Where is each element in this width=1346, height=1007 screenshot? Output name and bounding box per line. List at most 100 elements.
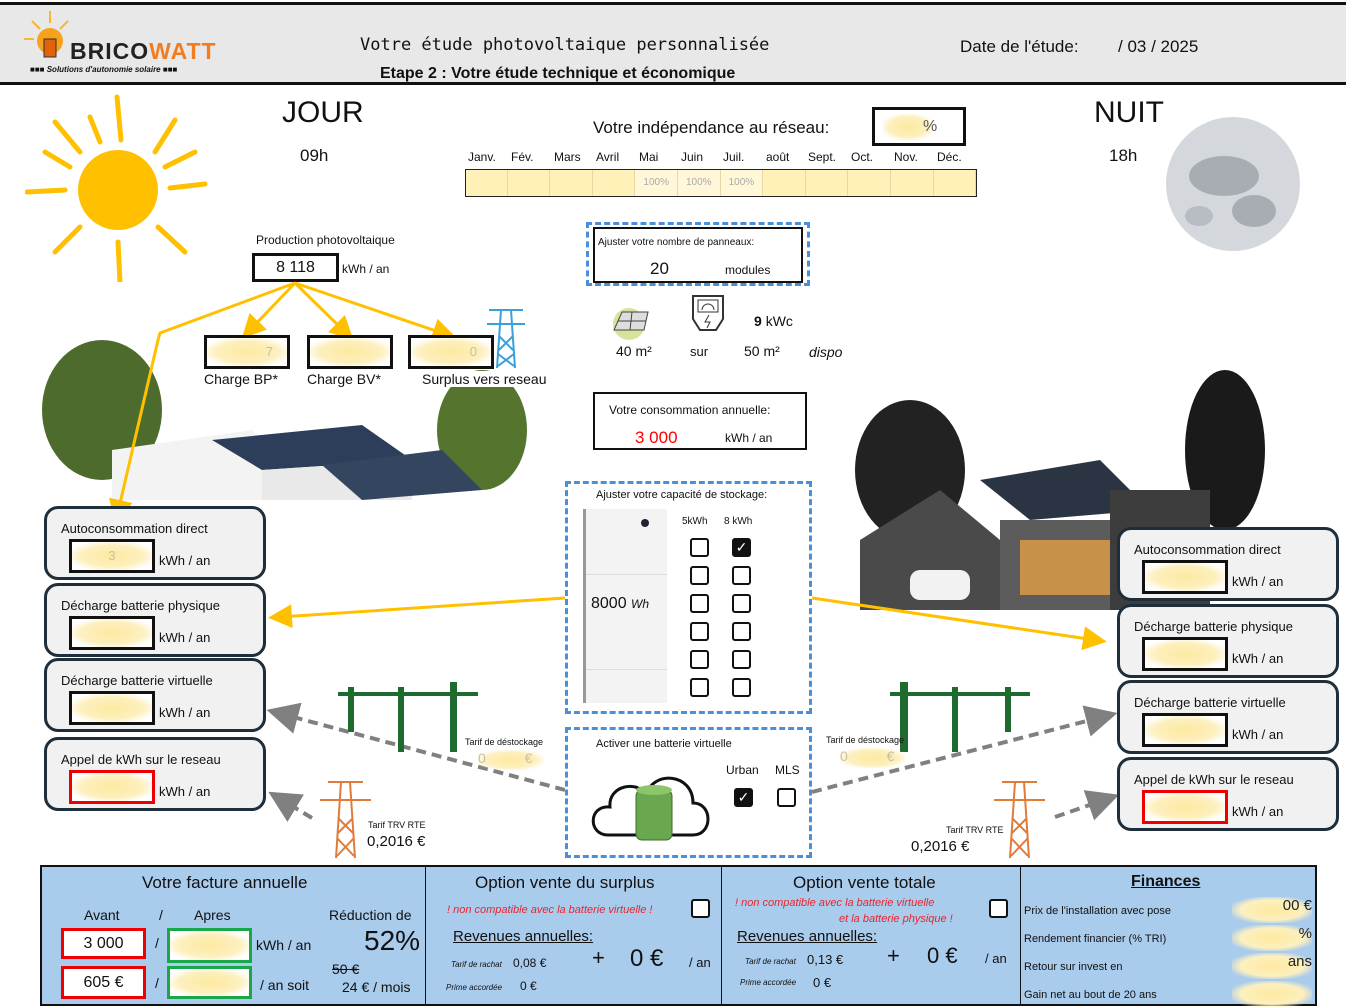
total-tarif-label: Tarif de rachat <box>745 957 796 966</box>
surplus-tarif-label: Tarif de rachat <box>451 960 502 969</box>
month-label: Avril <box>596 150 620 164</box>
storage-checkbox[interactable] <box>690 566 709 585</box>
independence-label: Votre indépendance au réseau: <box>593 118 830 137</box>
energy-panel-title: Décharge batterie physique <box>1134 619 1293 634</box>
virtual-mls-label: MLS <box>775 763 800 777</box>
finance-value: ans <box>1232 953 1312 979</box>
destock-label-left: Tarif de déstockage <box>465 737 544 747</box>
panels-unit: modules <box>725 263 771 277</box>
month-label: août <box>766 150 790 164</box>
finance-label: Prix de l'installation avec pose <box>1024 905 1172 917</box>
battery-image: 8000 Wh <box>583 509 667 703</box>
virtual-battery-frame: Activer une batterie virtuelle Urban MLS… <box>565 727 812 858</box>
month-cell: 100% <box>720 170 764 196</box>
bill-reduction-value: 52% <box>364 925 421 956</box>
month-cell <box>934 170 977 196</box>
finance-value: % <box>1232 925 1312 951</box>
storage-checkbox[interactable] <box>732 678 751 697</box>
energy-panel-title: Autoconsommation direct <box>1134 542 1281 557</box>
finance-label: Rendement financier (% TRI) <box>1024 933 1167 945</box>
bottom-summary: Votre facture annuelle Avant / Apres Réd… <box>40 865 1317 1007</box>
production-label: Production photovoltaique <box>256 233 395 247</box>
surplus-checkbox[interactable] <box>691 899 710 918</box>
surplus-amount: 0 € <box>630 945 664 972</box>
arrow-surplus <box>294 281 457 342</box>
energy-panel-unit: kWh / an <box>1232 574 1284 589</box>
bill-kwh-after <box>167 928 252 963</box>
destock-label-right: Tarif de déstockage <box>826 735 905 745</box>
surface-available: 50 m² <box>744 343 780 359</box>
storage-label: Ajuster votre capacité de stockage: <box>596 489 768 501</box>
storage-checkbox[interactable] <box>690 594 709 613</box>
storage-checkbox[interactable] <box>732 622 751 641</box>
energy-panel: Décharge batterie virtuelle kWh / an <box>1117 680 1339 754</box>
total-revenue-label: Revenues annuelles: <box>737 928 878 945</box>
energy-panel-value <box>1142 790 1228 824</box>
storage-checkbox[interactable] <box>690 538 709 557</box>
total-title: Option vente totale <box>793 873 936 892</box>
month-label: Nov. <box>894 150 918 164</box>
day-label: JOUR <box>282 96 364 129</box>
bill-kwh-before: 3 000 <box>61 928 146 959</box>
month-cell: 100% <box>635 170 678 196</box>
total-per: / an <box>985 951 1007 966</box>
finance-label: Retour sur invest en <box>1024 961 1123 973</box>
date-label: Date de l'étude: <box>960 37 1079 56</box>
bill-eur-before: 605 € <box>61 966 146 999</box>
storage-checkbox[interactable] <box>732 650 751 669</box>
cloud-battery-icon <box>591 776 710 841</box>
bill-slash: / <box>155 975 159 991</box>
total-prime: 0 € <box>813 975 832 990</box>
redacted-value <box>72 694 152 722</box>
trv-label-right: Tarif TRV RTE <box>946 825 1004 835</box>
month-label: Juil. <box>723 150 745 164</box>
pylon-orange-right-icon <box>994 781 1045 859</box>
panels-adjust-frame <box>586 222 810 286</box>
redacted-value: 0 <box>411 338 491 366</box>
panels-adjust-box: Ajuster votre nombre de panneaux: 20 mod… <box>593 227 803 283</box>
energy-panel-value <box>1142 637 1228 671</box>
storage-checkbox[interactable] <box>690 622 709 641</box>
destock-value-left: 0 € <box>478 750 543 770</box>
pylon-blue-icon <box>487 309 525 369</box>
storage-checkbox[interactable]: ✓ <box>732 538 751 557</box>
redacted-value: 7 <box>207 338 287 366</box>
storage-checkbox[interactable] <box>690 650 709 669</box>
energy-panel-unit: kWh / an <box>1232 804 1284 819</box>
month-label: Fév. <box>511 150 534 164</box>
virtual-urban-checkbox[interactable]: ✓ <box>734 788 753 807</box>
surface-dispo: dispo <box>809 344 843 360</box>
night-time: 18h <box>1109 146 1138 165</box>
redacted-value <box>1145 563 1225 591</box>
energy-panel-value <box>69 691 155 725</box>
total-tarif: 0,13 € <box>807 952 844 967</box>
independence-value-box: % <box>872 107 966 146</box>
storage-frame: Ajuster votre capacité de stockage: 8000… <box>565 481 812 714</box>
date-value[interactable]: / 03 / 2025 <box>1118 37 1199 56</box>
surplus-tarif: 0,08 € <box>513 956 547 970</box>
surplus-revenue-label: Revenues annuelles: <box>453 928 594 945</box>
storage-checkbox[interactable] <box>732 566 751 585</box>
energy-panel-title: Décharge batterie virtuelle <box>61 673 213 688</box>
energy-panel-unit: kWh / an <box>159 705 211 720</box>
surplus-per: / an <box>689 955 711 970</box>
virtual-mls-checkbox[interactable] <box>777 788 796 807</box>
storage-checkbox[interactable] <box>690 678 709 697</box>
arrow-grid-right <box>1054 790 1120 821</box>
bill-reduction-label: Réduction de <box>329 907 412 923</box>
night-label: NUIT <box>1094 96 1164 129</box>
target-label: Surplus vers reseau <box>420 371 549 387</box>
total-amount: 0 € <box>927 943 958 968</box>
total-checkbox[interactable] <box>989 899 1008 918</box>
redacted-value <box>1145 716 1225 744</box>
energy-panel-unit: kWh / an <box>1232 727 1284 742</box>
energy-panel-title: Décharge batterie virtuelle <box>1134 695 1286 710</box>
consumption-input[interactable]: 3 000 <box>635 428 678 447</box>
bill-apres-label: Apres <box>194 907 231 923</box>
destock-value-right: 0 € <box>840 748 905 768</box>
target-value-box: 7 <box>204 335 290 369</box>
storage-checkbox[interactable] <box>732 594 751 613</box>
trv-value-right: 0,2016 € <box>911 838 970 855</box>
panels-count-input[interactable]: 20 <box>650 259 669 278</box>
